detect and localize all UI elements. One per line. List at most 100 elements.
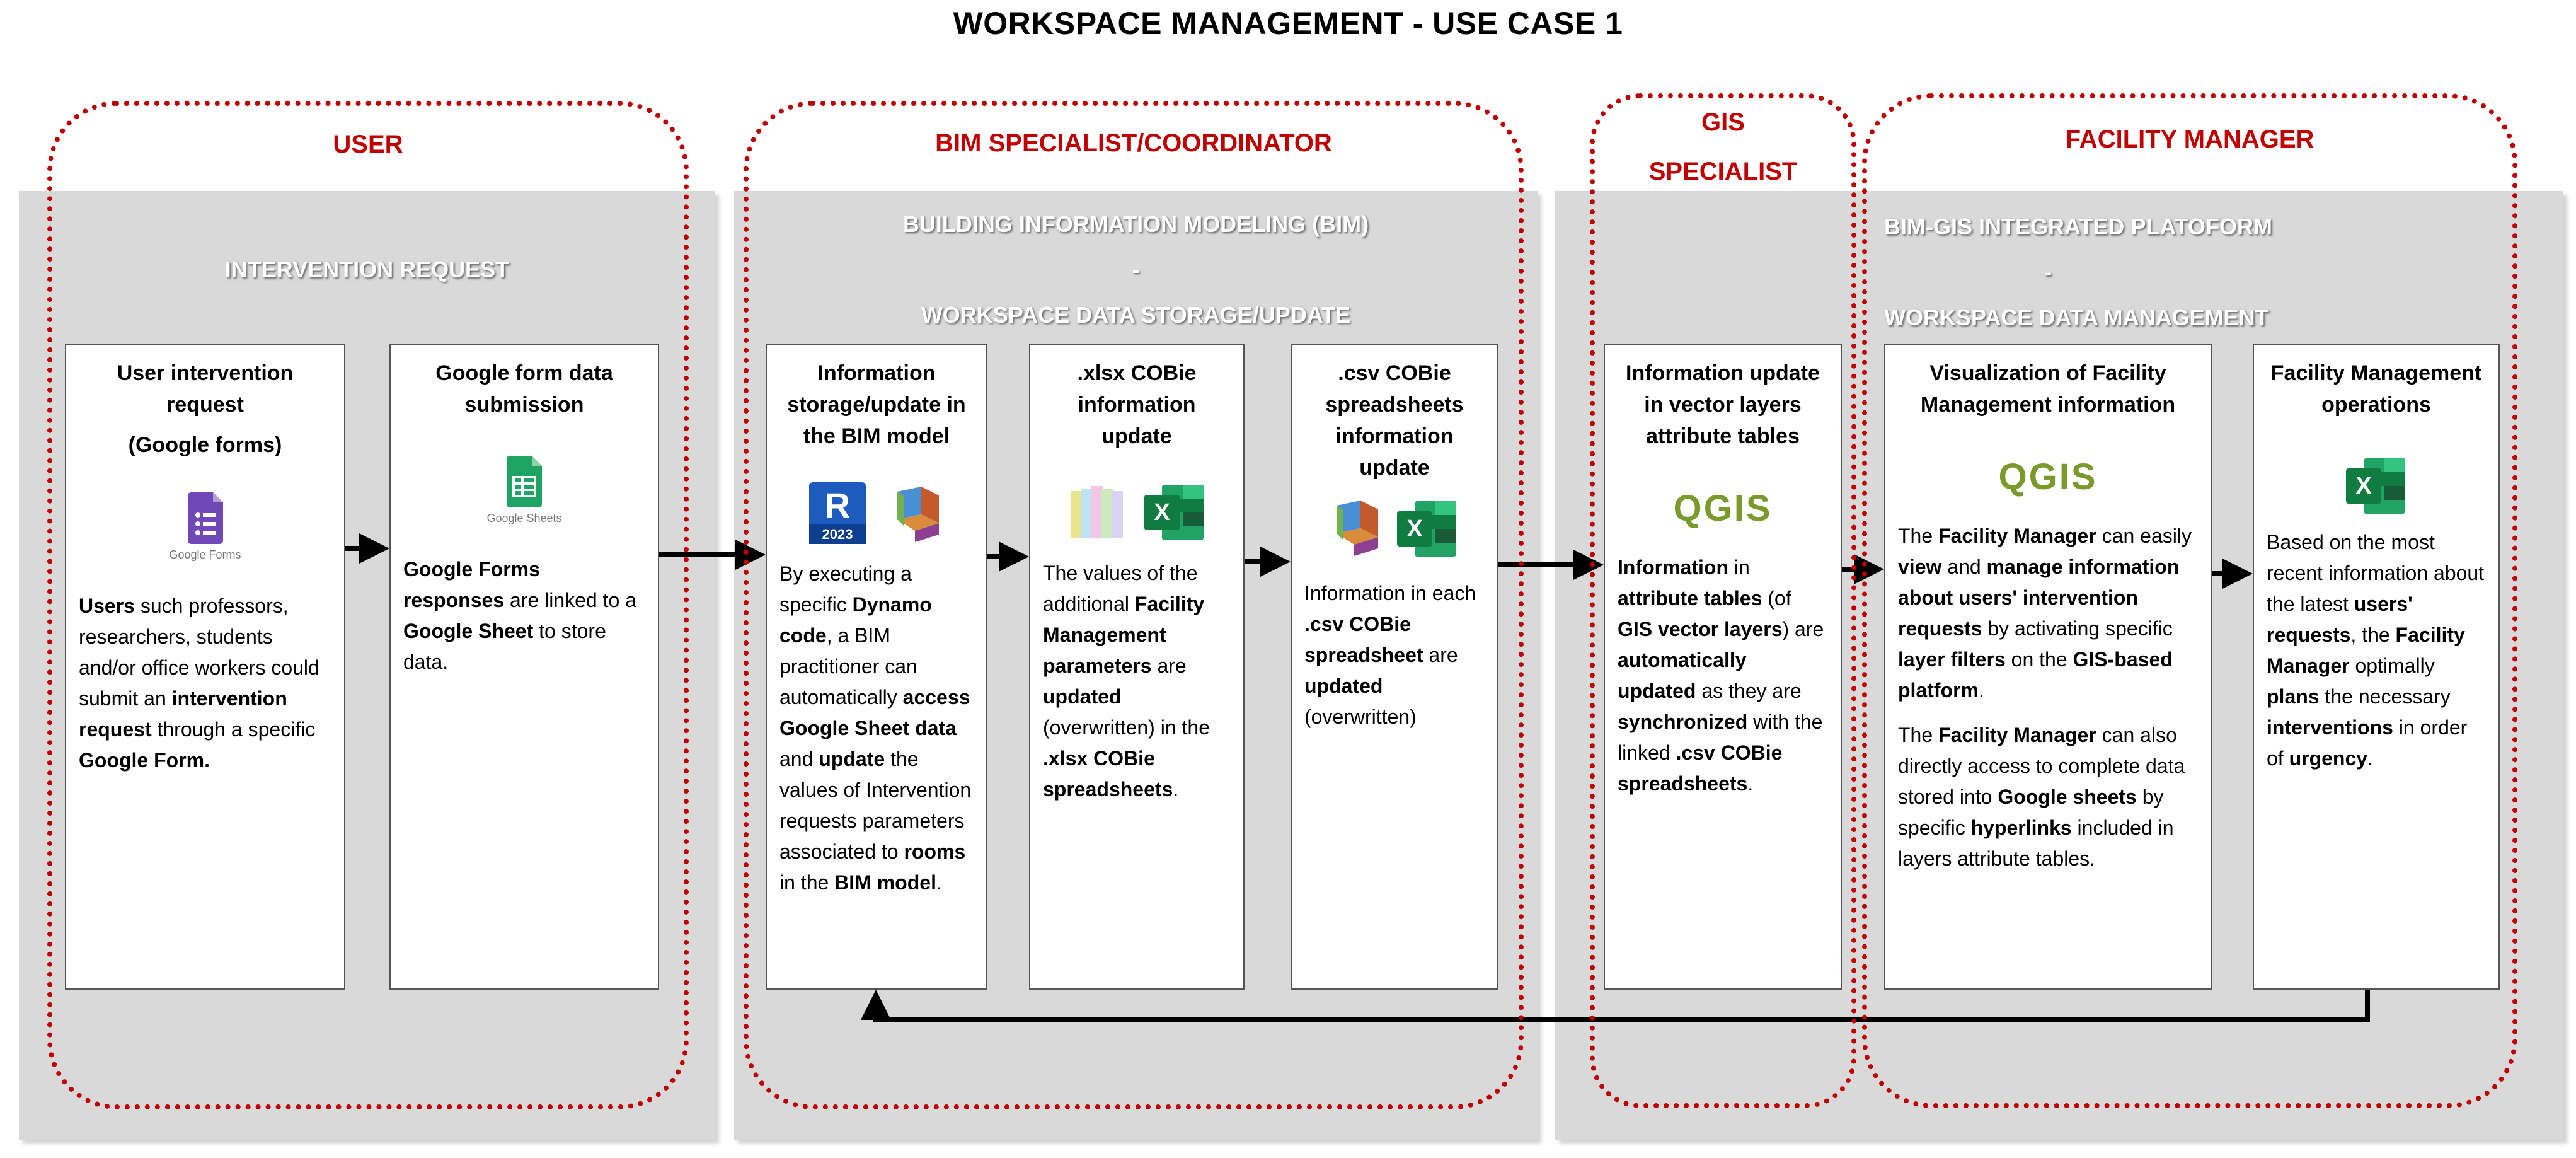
- role-outline-gis: [1590, 93, 1856, 1108]
- text-bold: Facility Manager: [1938, 724, 2096, 746]
- icon-row: X: [2267, 456, 2486, 519]
- box-title: Information update in vector layers attr…: [1626, 361, 1820, 448]
- role-label-gis-line1: GIS: [1701, 108, 1745, 136]
- svg-text:X: X: [1406, 516, 1423, 542]
- box-body: Based on the most recent information abo…: [2267, 527, 2486, 774]
- box-body: Users such professors, researchers, stud…: [79, 591, 331, 776]
- text-bold: updated: [1043, 685, 1122, 708]
- text-bold: .csv COBie spreadsheet: [1304, 613, 1423, 666]
- box-title: Facility Management operations: [2270, 361, 2482, 417]
- text: and: [1941, 555, 1987, 578]
- google-sheets-logo: Google Sheets: [471, 456, 578, 525]
- panel-header-intervention-request: INTERVENTION REQUEST: [224, 257, 510, 282]
- box-gis-vector-layers-update: Information update in vector layers attr…: [1604, 344, 1842, 990]
- text-bold: intervention request: [79, 687, 287, 741]
- box-xlsx-cobie-update: .xlsx COBie information update X The val…: [1029, 344, 1245, 990]
- google-forms-caption: Google Forms: [169, 548, 241, 561]
- box-fm-operations: Facility Management operations X Based o…: [2253, 344, 2500, 990]
- text-bold: rooms: [904, 840, 966, 863]
- box-body: By executing a specific Dynamo code, a B…: [779, 559, 974, 898]
- box-title: Information storage/update in the BIM mo…: [787, 361, 966, 448]
- text-bold: automatically updated: [1618, 649, 1747, 702]
- box-title: Google form data submission: [435, 361, 613, 417]
- text: included in layers attribute tables.: [1898, 816, 2174, 870]
- text: are linked to a: [504, 589, 636, 611]
- excel-icon: X: [2346, 458, 2405, 514]
- text-bold: view: [1898, 555, 1942, 578]
- text: The: [1898, 724, 1939, 746]
- svg-text:R: R: [825, 485, 850, 525]
- text: By executing a specific: [779, 562, 912, 616]
- text-bold: users' requests: [2267, 593, 2413, 646]
- text-bold: Information: [1618, 556, 1728, 579]
- text: as they are: [1696, 680, 1802, 702]
- text-bold: interventions: [2267, 716, 2393, 739]
- box-title-sub: (Google forms): [128, 433, 282, 457]
- text-bold: Users: [79, 594, 135, 617]
- text: in: [1728, 556, 1750, 579]
- text: .: [1173, 778, 1179, 801]
- paragraph: The Facility Manager can also directly a…: [1898, 720, 2198, 874]
- text: are: [1423, 644, 1458, 666]
- text-bold: attribute tables: [1618, 587, 1762, 610]
- box-title: .csv COBie spreadsheets information upda…: [1325, 361, 1464, 480]
- box-body: Information in attribute tables (of GIS …: [1618, 552, 1828, 799]
- svg-text:2023: 2023: [822, 526, 853, 542]
- google-sheets-caption: Google Sheets: [486, 512, 562, 524]
- text-bold: Google sheets: [1998, 785, 2137, 808]
- excel-icon: X: [1397, 501, 1456, 557]
- svg-text:X: X: [1154, 499, 1170, 526]
- panel-header-fm-line1: BIM-GIS INTEGRATED PLATOFORM: [1884, 214, 2272, 240]
- text-bold: BIM model: [834, 871, 936, 894]
- icon-row: R 2023: [779, 482, 974, 547]
- text-bold: manage information about users' interven…: [1898, 555, 2180, 640]
- role-label-user: USER: [333, 130, 403, 158]
- text: , the: [2350, 623, 2396, 646]
- box-title: .xlsx COBie information update: [1077, 361, 1197, 448]
- panel-header-bim-line3: WORKSPACE DATA STORAGE/UPDATE: [921, 302, 1351, 328]
- text-bold: GIS-based platform: [1898, 648, 2173, 702]
- box-title: Visualization of Facility Management inf…: [1920, 361, 2176, 417]
- text: by specific: [1898, 785, 2164, 839]
- text: through a specific: [151, 718, 316, 741]
- box-body: The Facility Manager can easily view and…: [1898, 521, 2198, 874]
- text-bold: hyperlinks: [1970, 816, 2072, 839]
- google-forms-icon: [187, 492, 223, 544]
- text: Information in each: [1304, 582, 1476, 605]
- svg-text:X: X: [2355, 473, 2372, 499]
- text-bold: Facility Manager: [2267, 623, 2465, 677]
- text-bold: Dynamo code: [779, 593, 932, 647]
- text: the values of Intervention requests para…: [779, 748, 972, 863]
- text: on the: [2005, 648, 2073, 671]
- text: The values of the additional: [1043, 562, 1198, 615]
- text: .: [1747, 772, 1754, 795]
- text: to store data.: [403, 620, 606, 673]
- box-csv-cobie-update: .csv COBie spreadsheets information upda…: [1291, 344, 1498, 990]
- text-bold: .xlsx COBie spreadsheets: [1043, 747, 1173, 801]
- revit-icon: R 2023: [809, 482, 866, 544]
- text: Based on the most recent information abo…: [2267, 531, 2485, 615]
- role-outline-bim: [744, 101, 1524, 1109]
- text: are: [1151, 654, 1187, 677]
- text: the necessary: [2319, 685, 2451, 708]
- text: (overwritten) in the: [1043, 716, 1210, 739]
- role-label-bim: BIM SPECIALIST/COORDINATOR: [935, 129, 1332, 157]
- text-bold: synchronized: [1618, 710, 1748, 733]
- role-label-fm: FACILITY MANAGER: [2065, 125, 2314, 153]
- text: .: [2367, 747, 2373, 770]
- role-outline-fm: [1862, 93, 2517, 1108]
- box-body: Information in each .csv COBie spreadshe…: [1304, 578, 1485, 732]
- text-bold: plans: [2267, 685, 2320, 708]
- role-label-gis-line2: SPECIALIST: [1648, 158, 1798, 185]
- text-bold: Google Form.: [79, 749, 210, 772]
- text-bold: Facility Management parameters: [1043, 593, 1205, 677]
- excel-icon: X: [1144, 485, 1204, 540]
- text: by activating specific: [1982, 617, 2173, 640]
- panel-header-fm-line3: WORKSPACE DATA MANAGEMENT: [1884, 304, 2269, 330]
- cobie-spreadsheets-icon: [1071, 486, 1123, 538]
- text: can easily: [2096, 524, 2192, 547]
- text-bold: Google Sheet: [403, 620, 534, 642]
- text-bold: Facility Manager: [1938, 524, 2096, 547]
- revit-logo: R 2023: [809, 482, 866, 547]
- text: such professors, researchers, students a…: [79, 594, 319, 710]
